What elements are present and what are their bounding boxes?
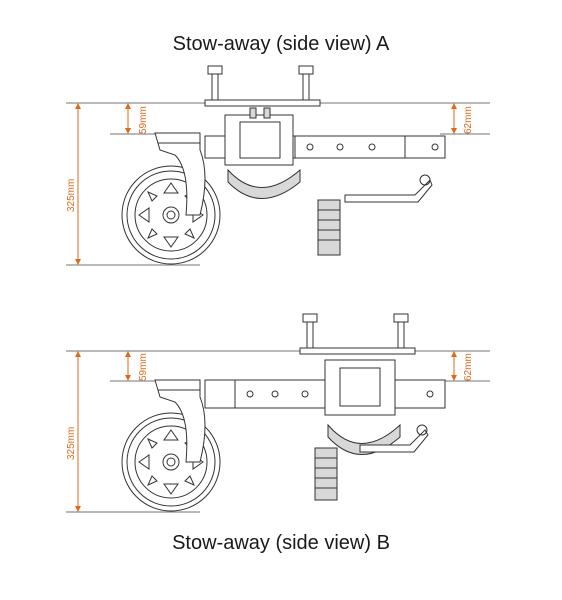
dimension-right-offset-b: 62mm [451,351,474,381]
dimension-right-offset-a: 62mm [451,103,474,134]
caster-fork-a [154,132,206,216]
svg-text:62mm: 62mm [463,106,474,134]
diagram-title-b: Stow-away (side view) B [172,532,390,554]
caster-fork-b [154,379,206,463]
svg-text:325mm: 325mm [66,179,77,212]
dimension-left-offset-b: 59mm [125,351,149,381]
svg-text:59mm: 59mm [138,106,149,134]
diagram-title-a: Stow-away (side view) A [172,33,390,55]
crank-handle-b [314,424,429,501]
svg-text:62mm: 62mm [463,353,474,381]
svg-text:59mm: 59mm [138,353,149,381]
svg-text:325mm: 325mm [66,427,77,460]
clamp-body-a [224,107,301,199]
dimension-height-b: 325mm [66,351,81,512]
dimension-left-offset-a: 59mm [125,103,149,134]
mount-bracket-b [299,313,416,355]
view-b: 325mm 59mm 62mm [66,313,490,513]
dimension-height-a: 325mm [66,103,81,265]
crank-handle-a [317,174,433,256]
view-a: 325mm 59mm 62mm [66,65,490,266]
clamp-body-b [324,359,401,455]
mount-bracket-a [204,65,321,107]
